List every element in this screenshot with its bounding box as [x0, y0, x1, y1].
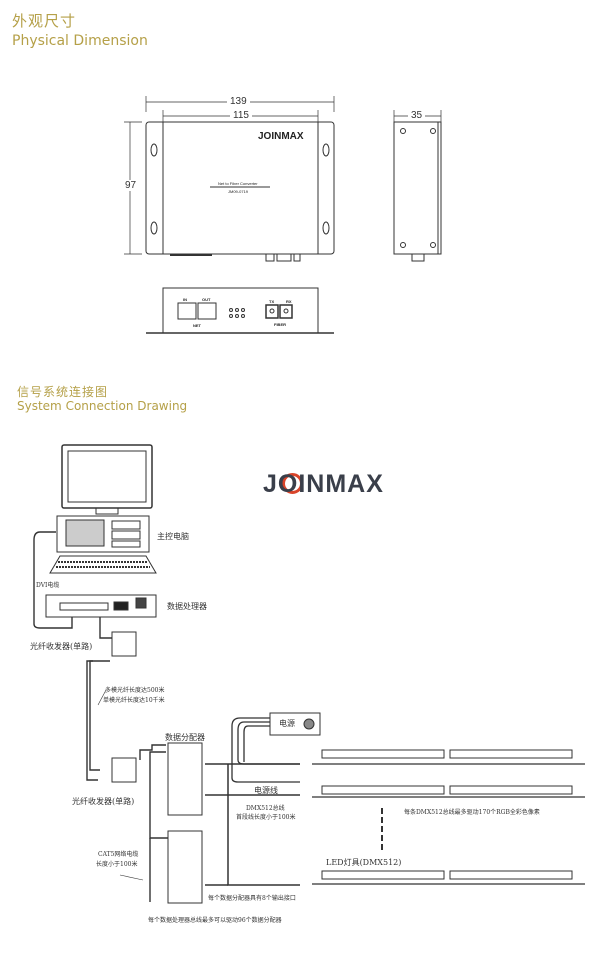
port-tx: TX — [269, 299, 275, 304]
label-fiber-transceiver-bottom: 光纤收发器(单路) — [72, 797, 135, 806]
port-in: IN — [183, 297, 187, 302]
physical-title-cn: 外观尺寸 — [12, 12, 77, 30]
led-fixtures — [312, 749, 585, 885]
label-dmx-bus: DMX512总线 — [246, 805, 285, 812]
power-supply — [231, 712, 321, 783]
logo-globe-icon — [282, 473, 303, 494]
dim-width-outer: 139 — [227, 96, 250, 107]
label-max-distributors: 每个数据处理器总线最多可以驱动96个数据分配器 — [148, 917, 282, 924]
label-power-line: 电源线 — [254, 786, 278, 795]
main-pc-drawing — [49, 515, 157, 574]
label-dvi-cable: DVI电缆 — [36, 582, 60, 589]
label-max-pixels: 每条DMX512总线最多驱动170个RGB全彩色像素 — [404, 809, 540, 816]
label-data-distributor: 数据分配器 — [165, 733, 205, 742]
dim-depth: 35 — [408, 110, 426, 121]
fiber-transceivers — [111, 631, 137, 783]
label-power: 电源 — [279, 719, 295, 728]
dim-width-inner: 115 — [230, 110, 252, 121]
label-main-pc: 主控电脑 — [157, 532, 189, 541]
port-rx: RX — [286, 299, 292, 304]
label-cat5: CAT5网络电缆 — [98, 851, 139, 858]
cables — [33, 531, 168, 902]
system-title-en: System Connection Drawing — [17, 399, 188, 413]
device-port-view — [146, 287, 334, 334]
dim-height: 97 — [122, 180, 140, 191]
device-label: Net to Fiber Converter — [218, 181, 258, 186]
port-out: OUT — [202, 297, 211, 302]
label-first-segment: 首段线长度小于100米 — [236, 814, 296, 821]
port-fiber: FIBER — [274, 322, 286, 327]
label-singlemode: 单模光纤长度达10千米 — [103, 697, 165, 704]
system-title-cn: 信号系统连接图 — [17, 385, 109, 399]
label-cat5-length: 长度小于100米 — [96, 861, 138, 868]
port-net: NET — [193, 323, 201, 328]
logo-text: JOINMAX — [263, 470, 384, 498]
label-outputs: 每个数据分配器具有8个输出接口 — [208, 895, 296, 902]
dmx-bus-lines — [205, 763, 383, 886]
data-distributors — [167, 742, 203, 904]
monitor-drawing — [61, 444, 153, 515]
label-led-fixture: LED灯具(DMX512) — [326, 858, 402, 867]
device-side-view — [393, 121, 442, 262]
label-fiber-transceiver-top: 光纤收发器(单路) — [30, 642, 93, 651]
device-model: JM09-0719 — [228, 189, 249, 194]
device-brand: JOINMAX — [258, 131, 304, 142]
label-multimode: 多模光纤长度达500米 — [105, 687, 165, 694]
dimension-lines — [124, 96, 442, 255]
device-top-view — [145, 121, 335, 262]
joinmax-logo: JOINMAX — [263, 470, 384, 499]
data-processor-drawing — [45, 594, 157, 618]
physical-title-en: Physical Dimension — [12, 33, 148, 49]
label-data-processor: 数据处理器 — [167, 602, 207, 611]
